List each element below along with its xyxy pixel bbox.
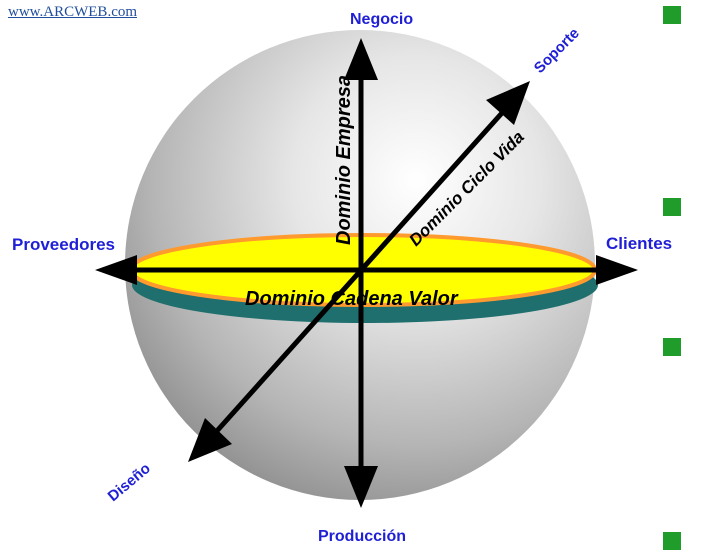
arrow-lower-left-icon xyxy=(188,418,232,462)
bullet-square-4 xyxy=(663,532,681,550)
label-proveedores: Proveedores xyxy=(12,235,115,254)
arcweb-link[interactable]: www.ARCWEB.com xyxy=(8,4,138,20)
bullet-square-2 xyxy=(663,198,681,216)
bullet-square-1 xyxy=(663,6,681,24)
arrow-left-icon xyxy=(95,255,137,285)
label-soporte: Soporte xyxy=(531,25,583,77)
diagonal-axis xyxy=(214,102,512,434)
label-diseno: Diseño xyxy=(105,460,154,505)
arrow-right-icon xyxy=(596,255,638,285)
label-dominio-empresa: Dominio Empresa xyxy=(333,75,355,245)
label-negocio: Negocio xyxy=(350,11,413,28)
bullet-square-3 xyxy=(663,338,681,356)
label-clientes: Clientes xyxy=(606,234,672,253)
arrow-down-icon xyxy=(344,466,378,508)
label-dominio-cadena-valor: Dominio Cadena Valor xyxy=(245,288,459,310)
arrow-up-icon xyxy=(344,38,378,80)
label-produccion: Producción xyxy=(318,528,406,545)
arrow-upper-right-icon xyxy=(486,81,530,125)
